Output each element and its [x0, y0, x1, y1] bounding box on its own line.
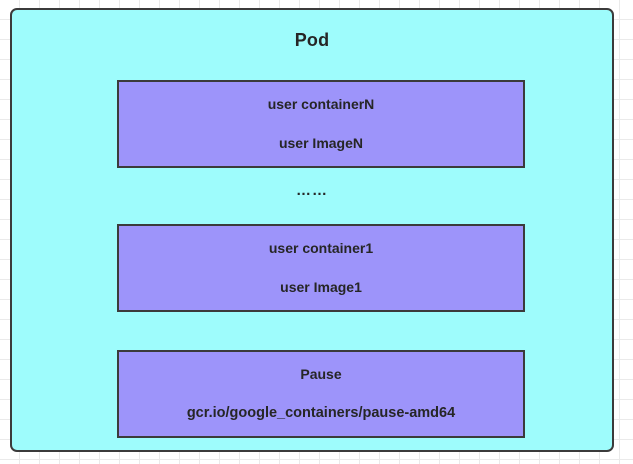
ellipsis-label: …… — [296, 182, 328, 199]
pod-title: Pod — [294, 30, 330, 50]
container-box-user-container1[interactable]: user container1 user Image1 — [117, 224, 525, 312]
container-box-user-containerN[interactable]: user containerN user ImageN — [117, 80, 525, 168]
pod-boundary-box[interactable]: Pod user containerN user ImageN …… user … — [10, 8, 614, 452]
container-image-label: gcr.io/google_containers/pause-amd64 — [186, 404, 456, 421]
container-image-label: user ImageN — [278, 135, 364, 151]
container-image-label: user Image1 — [280, 279, 362, 295]
container-name-label: user container1 — [268, 240, 374, 257]
container-box-pause[interactable]: Pause gcr.io/google_containers/pause-amd… — [117, 350, 525, 438]
container-name-label: user containerN — [267, 96, 375, 113]
container-name-label: Pause — [300, 365, 342, 382]
